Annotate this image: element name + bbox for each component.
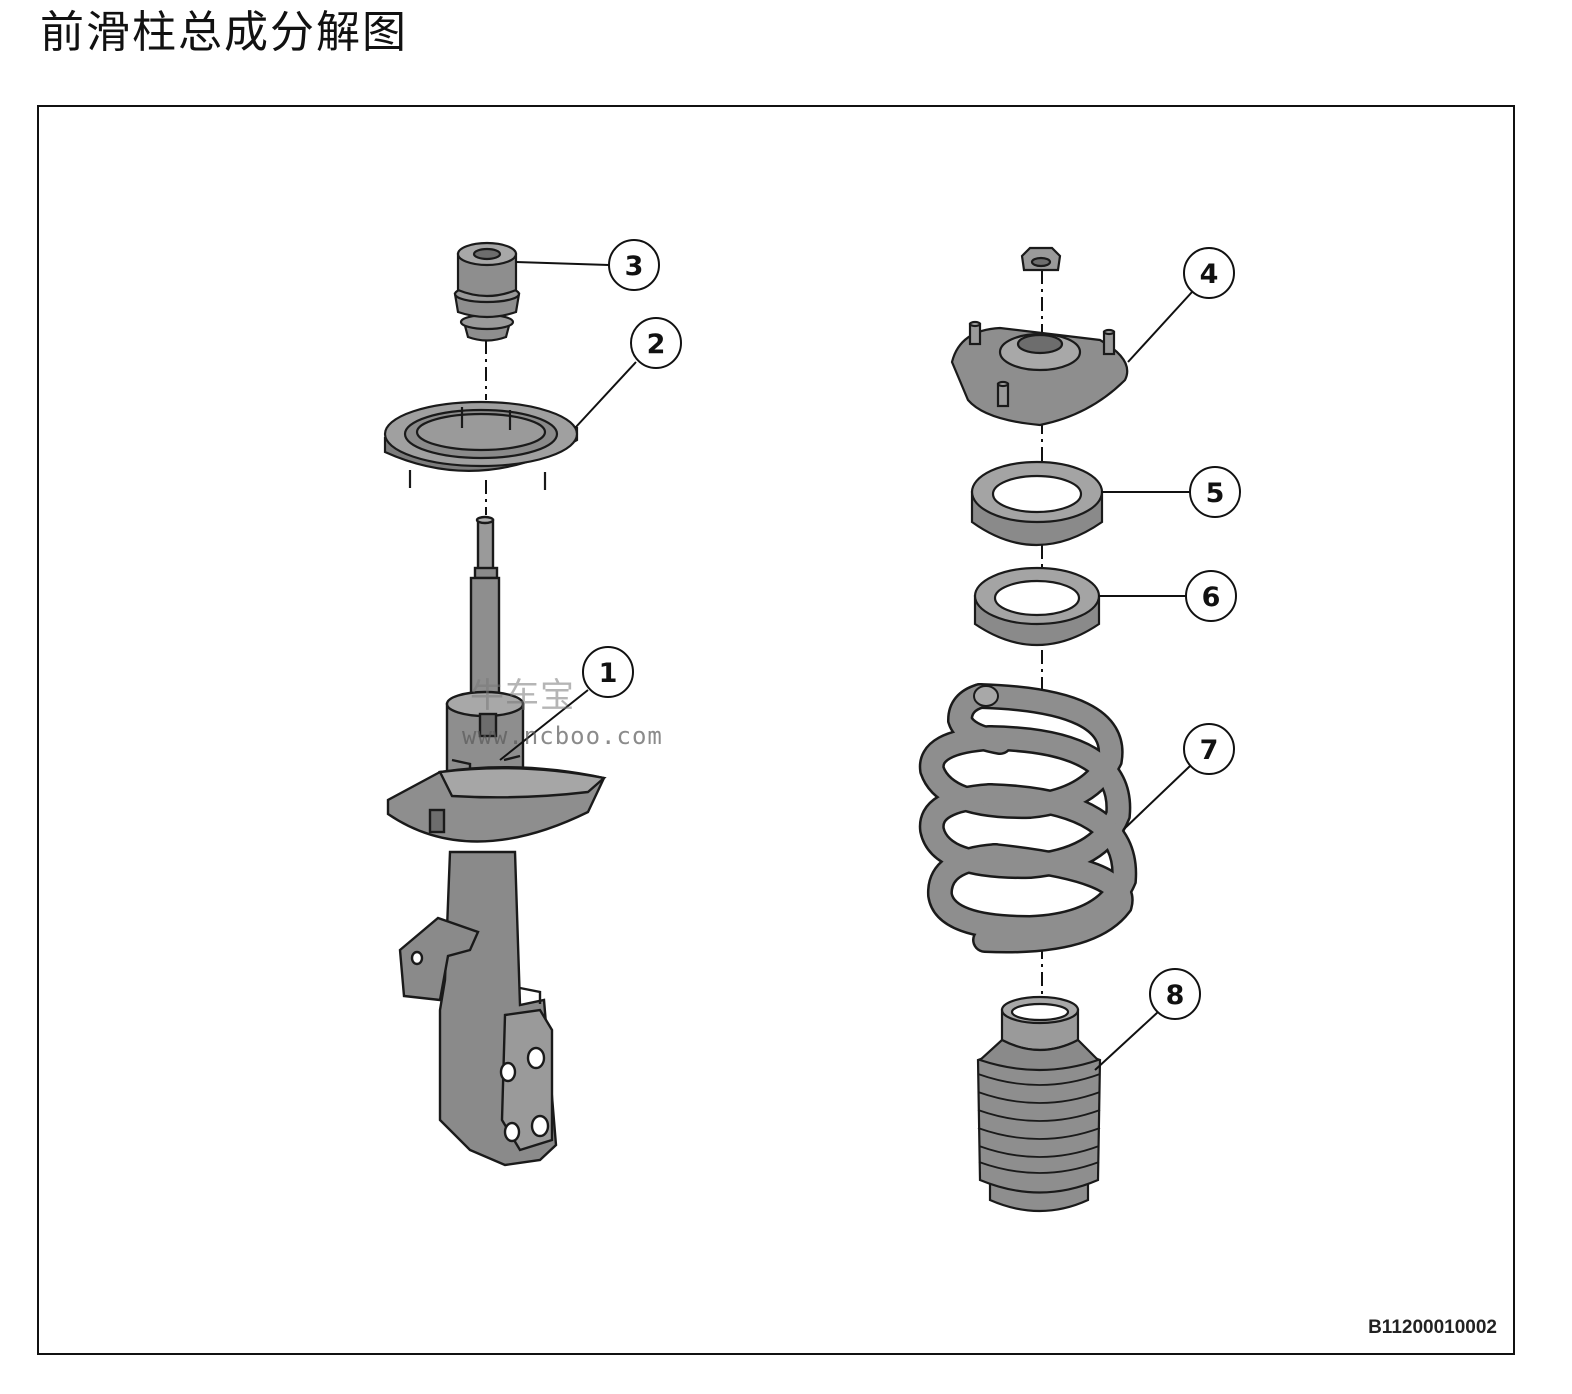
strut-assembly-part <box>386 515 607 1167</box>
spring-seat-part <box>383 400 579 490</box>
coil-spring-part <box>918 683 1138 954</box>
callout-number-3: 3 <box>625 251 644 282</box>
callout-2: 2 <box>630 317 682 369</box>
figure-code: B11200010002 <box>1368 1317 1497 1338</box>
callout-number-1: 1 <box>599 658 618 689</box>
callout-5: 5 <box>1189 466 1241 518</box>
diagram-frame: B11200010002 <box>37 105 1515 1355</box>
callout-3: 3 <box>608 239 660 291</box>
callout-7: 7 <box>1183 723 1235 775</box>
callout-number-7: 7 <box>1200 735 1219 766</box>
upper-insulator-part <box>970 460 1104 546</box>
callout-8: 8 <box>1149 968 1201 1020</box>
callout-number-4: 4 <box>1200 259 1219 290</box>
top-mount-part <box>950 246 1129 427</box>
alignment-lines <box>485 270 1043 1010</box>
watermark-url: www.ncboo.com <box>462 722 663 750</box>
leader-lines <box>499 261 1193 1071</box>
dust-boot-part <box>976 995 1102 1213</box>
lower-insulator-part <box>973 566 1101 647</box>
callout-number-6: 6 <box>1202 582 1221 613</box>
callout-number-2: 2 <box>647 329 666 360</box>
page-title: 前滑柱总成分解图 <box>40 7 408 58</box>
callout-number-5: 5 <box>1206 478 1225 509</box>
callout-number-8: 8 <box>1166 980 1185 1011</box>
watermark-logo: 牛车宝 <box>470 676 575 716</box>
callout-1: 1 <box>582 646 634 698</box>
callout-6: 6 <box>1185 570 1237 622</box>
bump-stop-part <box>453 241 521 342</box>
callout-4: 4 <box>1183 247 1235 299</box>
